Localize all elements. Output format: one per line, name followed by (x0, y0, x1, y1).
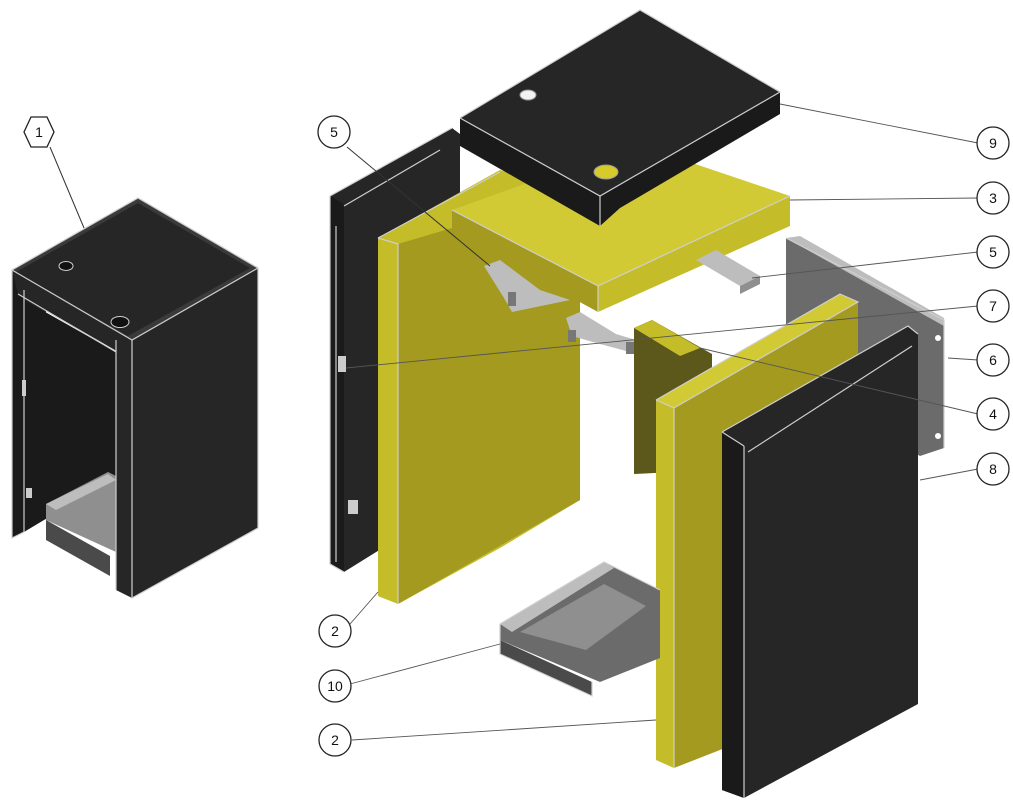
svg-text:2: 2 (331, 732, 339, 748)
balloon-9: 9 (976, 126, 1010, 160)
drawer-tray (499, 561, 661, 697)
front-door (721, 325, 919, 798)
balloon-10: 10 (318, 669, 352, 703)
balloon-6: 6 (976, 343, 1010, 377)
svg-text:3: 3 (989, 190, 997, 206)
balloon-3: 3 (976, 181, 1010, 215)
svg-text:5: 5 (989, 244, 997, 260)
balloon-1: 1 (23, 116, 55, 148)
balloon-2-upper: 2 (318, 614, 352, 648)
svg-text:6: 6 (989, 352, 997, 368)
balloon-5-left: 5 (317, 115, 351, 149)
balloon-5-right: 5 (976, 235, 1010, 269)
top-hole-small (58, 261, 74, 271)
middle-bracket (566, 312, 636, 354)
top-insulation-panel (451, 144, 791, 312)
balloon-4: 4 (976, 397, 1010, 431)
balloon-8: 8 (976, 452, 1010, 486)
assembled-enclosure (11, 197, 260, 600)
top-bracket-right (696, 250, 760, 294)
top-cover (459, 9, 782, 226)
svg-text:5: 5 (330, 124, 338, 140)
svg-text:7: 7 (989, 298, 997, 314)
top-hole-large (110, 316, 130, 328)
svg-text:9: 9 (989, 135, 997, 151)
balloon-7: 7 (976, 289, 1010, 323)
svg-text:4: 4 (989, 406, 997, 422)
svg-text:1: 1 (35, 124, 43, 140)
svg-text:10: 10 (327, 678, 343, 694)
balloon-2-lower: 2 (318, 723, 352, 757)
svg-text:8: 8 (989, 461, 997, 477)
left-bracket (484, 260, 570, 312)
leader-lines (49, 103, 979, 741)
cover-hole-small (519, 89, 537, 101)
cover-hole-large (593, 164, 619, 180)
svg-text:2: 2 (331, 623, 339, 639)
